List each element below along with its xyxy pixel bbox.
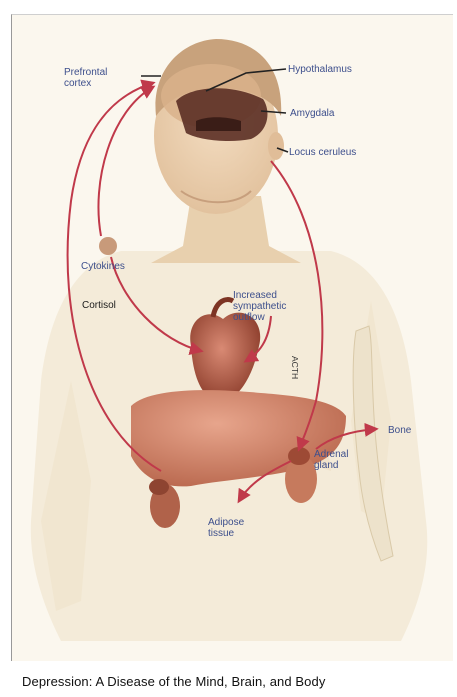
head [154,39,284,214]
label-hypothalamus: Hypothalamus [288,64,352,75]
label-cytokines: Cytokines [81,261,125,272]
label-sympathetic-line2: sympathetic [233,301,286,312]
label-bone: Bone [388,425,411,436]
label-prefrontal-line2: cortex [64,78,91,89]
label-adrenal-line1: Adrenal [314,449,348,460]
cytokine-sphere [99,237,117,255]
diagram-frame: Prefrontal cortex Hypothalamus Amygdala … [11,14,453,661]
label-adipose-line1: Adipose [208,517,244,528]
label-acth: ACTH [290,356,300,379]
label-adipose-line2: tissue [208,528,234,539]
label-prefrontal-line1: Prefrontal [64,67,107,78]
label-cortisol: Cortisol [82,300,116,311]
figure-caption: Depression: A Disease of the Mind, Brain… [22,674,325,689]
label-amygdala: Amygdala [290,108,334,119]
label-adrenal-line2: gland [314,460,338,471]
label-sympathetic-line1: Increased [233,290,277,301]
body-illustration [12,15,453,661]
label-sympathetic-line3: outflow [233,312,265,323]
label-locus-ceruleus: Locus ceruleus [289,147,356,158]
